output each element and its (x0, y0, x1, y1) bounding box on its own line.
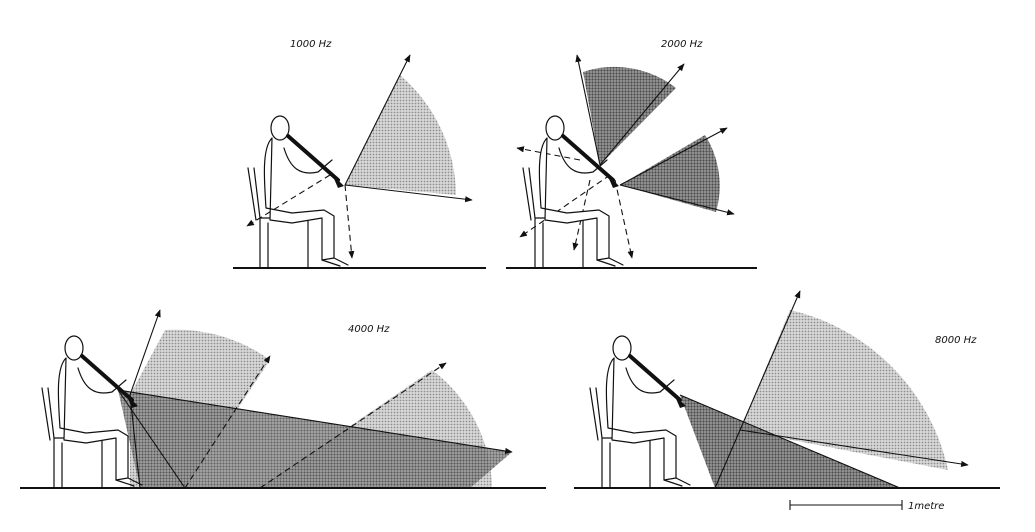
panel-8000hz-label: 8000 Hz (935, 335, 977, 346)
panel-1000hz-label: 1000 Hz (290, 39, 332, 50)
scale-bar: 1metre (789, 500, 944, 512)
panel-4000hz-label: 4000 Hz (348, 324, 390, 335)
panel-1000hz: 1000 Hz (233, 39, 486, 270)
radiation-sector-8000hz-light (740, 310, 948, 470)
panel-8000hz: 8000 Hz (574, 290, 1000, 490)
radiation-sector-2000hz-lower (620, 135, 720, 212)
scale-bar-label: 1metre (908, 501, 944, 512)
panel-2000hz: 2000 Hz (506, 39, 757, 270)
radiation-sector-1000hz (345, 75, 456, 195)
radiation-beam-4000hz (118, 390, 512, 488)
panel-2000hz-label: 2000 Hz (661, 39, 703, 50)
radiation-sector-2000hz-upper (583, 66, 676, 165)
panel-4000hz: 4000 Hz (20, 309, 546, 490)
